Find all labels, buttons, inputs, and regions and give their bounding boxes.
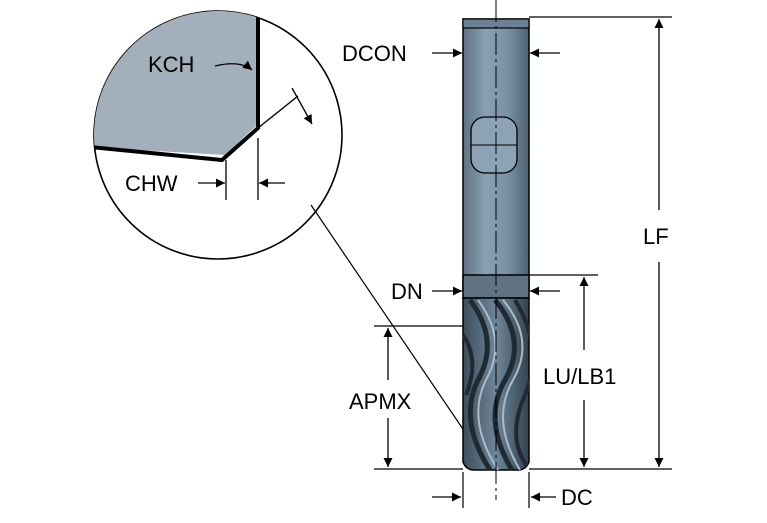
label-dn: DN [391,279,423,304]
label-kch: KCH [148,52,194,77]
flute-helix-lines [463,298,529,470]
kch-angle-ext-line [257,95,299,129]
insert-corner-edge [94,14,260,163]
label-dc: DC [561,485,593,510]
insert-corner-shape [94,11,258,155]
label-chw: CHW [125,171,178,196]
label-apmx: APMX [349,389,412,414]
label-lu-lb1: LU/LB1 [543,364,616,389]
dimension-labels: KCH CHW DCON DN APMX LF LU/LB1 DC [125,41,669,510]
dimension-lines [374,16,672,508]
kch-angle-arrow [291,87,313,125]
label-dcon: DCON [342,41,407,66]
detail-leader-line [310,204,489,467]
chamfer-detail-view [93,10,343,260]
label-lf: LF [643,224,669,249]
end-mill-tool [462,18,530,471]
kch-leader-arrow [214,60,253,71]
